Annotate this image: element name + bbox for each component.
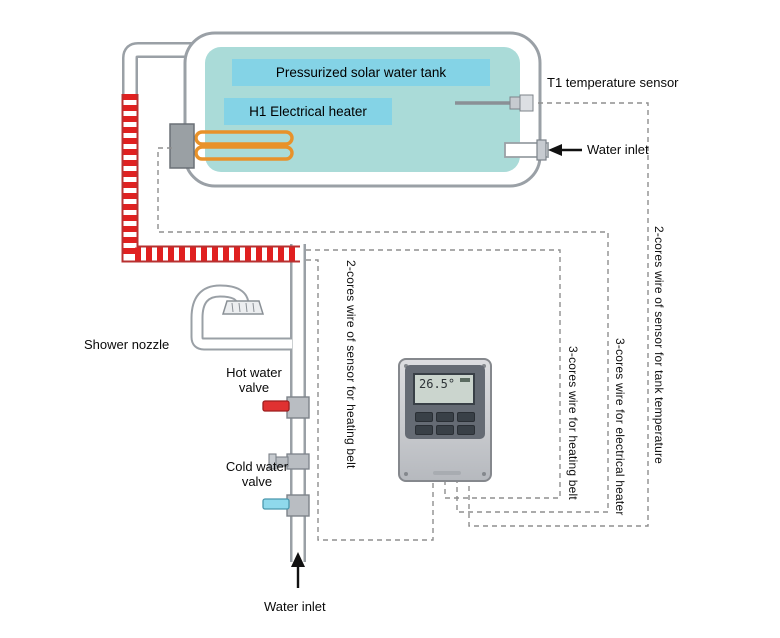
belt-stripes bbox=[123, 94, 300, 261]
hot-water-valve-label: Hot water valve bbox=[226, 365, 282, 395]
wire-label-electrical-heater: 3-cores wire for electrical heater bbox=[613, 338, 627, 516]
controller-button bbox=[436, 412, 454, 422]
lcd-status-segment bbox=[460, 378, 470, 382]
wire-label-heating-belt-power: 3-cores wire for heating belt bbox=[566, 346, 580, 500]
coupling-cap bbox=[268, 453, 277, 470]
heating-belt-pipe bbox=[121, 94, 300, 263]
water-inlet-bottom-label: Water inlet bbox=[264, 599, 326, 614]
valve-handle-hot bbox=[262, 400, 290, 412]
shower-head-icon bbox=[221, 300, 265, 315]
heater-coil-top bbox=[194, 130, 294, 146]
water-inlet-right-arrow-icon bbox=[548, 144, 582, 156]
t1-sensor-label: T1 temperature sensor bbox=[547, 75, 679, 90]
supply-pipe-top bbox=[122, 42, 192, 102]
probe-collar bbox=[509, 96, 521, 110]
cold-water-valve-icon bbox=[262, 494, 310, 517]
wire-label-tank-temp-sensor: 2-cores wire of sensor for tank temperat… bbox=[652, 226, 666, 465]
arrow-head bbox=[291, 552, 305, 567]
t1-sensor-probe bbox=[455, 94, 534, 112]
arrow-head bbox=[548, 144, 562, 156]
wire-tank-temp-sensor bbox=[468, 102, 649, 527]
probe-nut bbox=[519, 94, 534, 112]
cold-water-valve-label: Cold water valve bbox=[225, 459, 289, 489]
controller-button bbox=[436, 425, 454, 435]
controller-button bbox=[415, 425, 433, 435]
heater-coil-bottom bbox=[194, 145, 294, 161]
pipe-outline bbox=[122, 42, 192, 102]
shower-head-hatch bbox=[231, 302, 255, 313]
controller-vent-slot bbox=[433, 471, 461, 475]
shower-nozzle-label: Shower nozzle bbox=[84, 337, 170, 352]
screw-icon bbox=[404, 472, 408, 476]
valve-body bbox=[286, 494, 310, 517]
pipe-coupling bbox=[268, 453, 310, 470]
pipe-fill bbox=[124, 44, 192, 102]
hot-water-valve-icon bbox=[262, 396, 310, 419]
controller-button bbox=[457, 412, 475, 422]
wire-heating-belt-sensor bbox=[306, 259, 434, 541]
water-inlet-bottom-arrow-icon bbox=[291, 552, 305, 588]
controller-front-panel: 26.5° bbox=[405, 365, 485, 439]
wire-electrical-heater bbox=[157, 147, 609, 513]
shower-assembly bbox=[190, 284, 292, 351]
electrical-heater-element bbox=[169, 123, 294, 169]
controller: 26.5° bbox=[398, 358, 492, 482]
water-inlet-right-label: Water inlet bbox=[587, 142, 649, 157]
controller-button bbox=[457, 425, 475, 435]
tank-title: Pressurized solar water tank bbox=[275, 65, 447, 80]
heater-title-box: H1 Electrical heater bbox=[224, 98, 392, 125]
shower-pipe-fill bbox=[192, 286, 292, 349]
water-inlet-right-pipe bbox=[504, 139, 549, 161]
wiring bbox=[157, 102, 649, 541]
heater-mount bbox=[169, 123, 195, 169]
heater-title: H1 Electrical heater bbox=[249, 104, 367, 119]
lcd-display: 26.5° bbox=[413, 373, 475, 405]
inlet-flange bbox=[536, 139, 547, 161]
wire-heating-belt-power bbox=[306, 249, 561, 499]
valve-body bbox=[286, 396, 310, 419]
tank-title-box: Pressurized solar water tank bbox=[232, 59, 490, 86]
wire-label-heating-belt-sensor: 2-cores wire of sensor for heating belt bbox=[344, 260, 358, 469]
lcd-temperature: 26.5° bbox=[419, 377, 456, 391]
screw-icon bbox=[482, 472, 486, 476]
controller-button bbox=[415, 412, 433, 422]
valve-handle-cold bbox=[262, 498, 290, 510]
